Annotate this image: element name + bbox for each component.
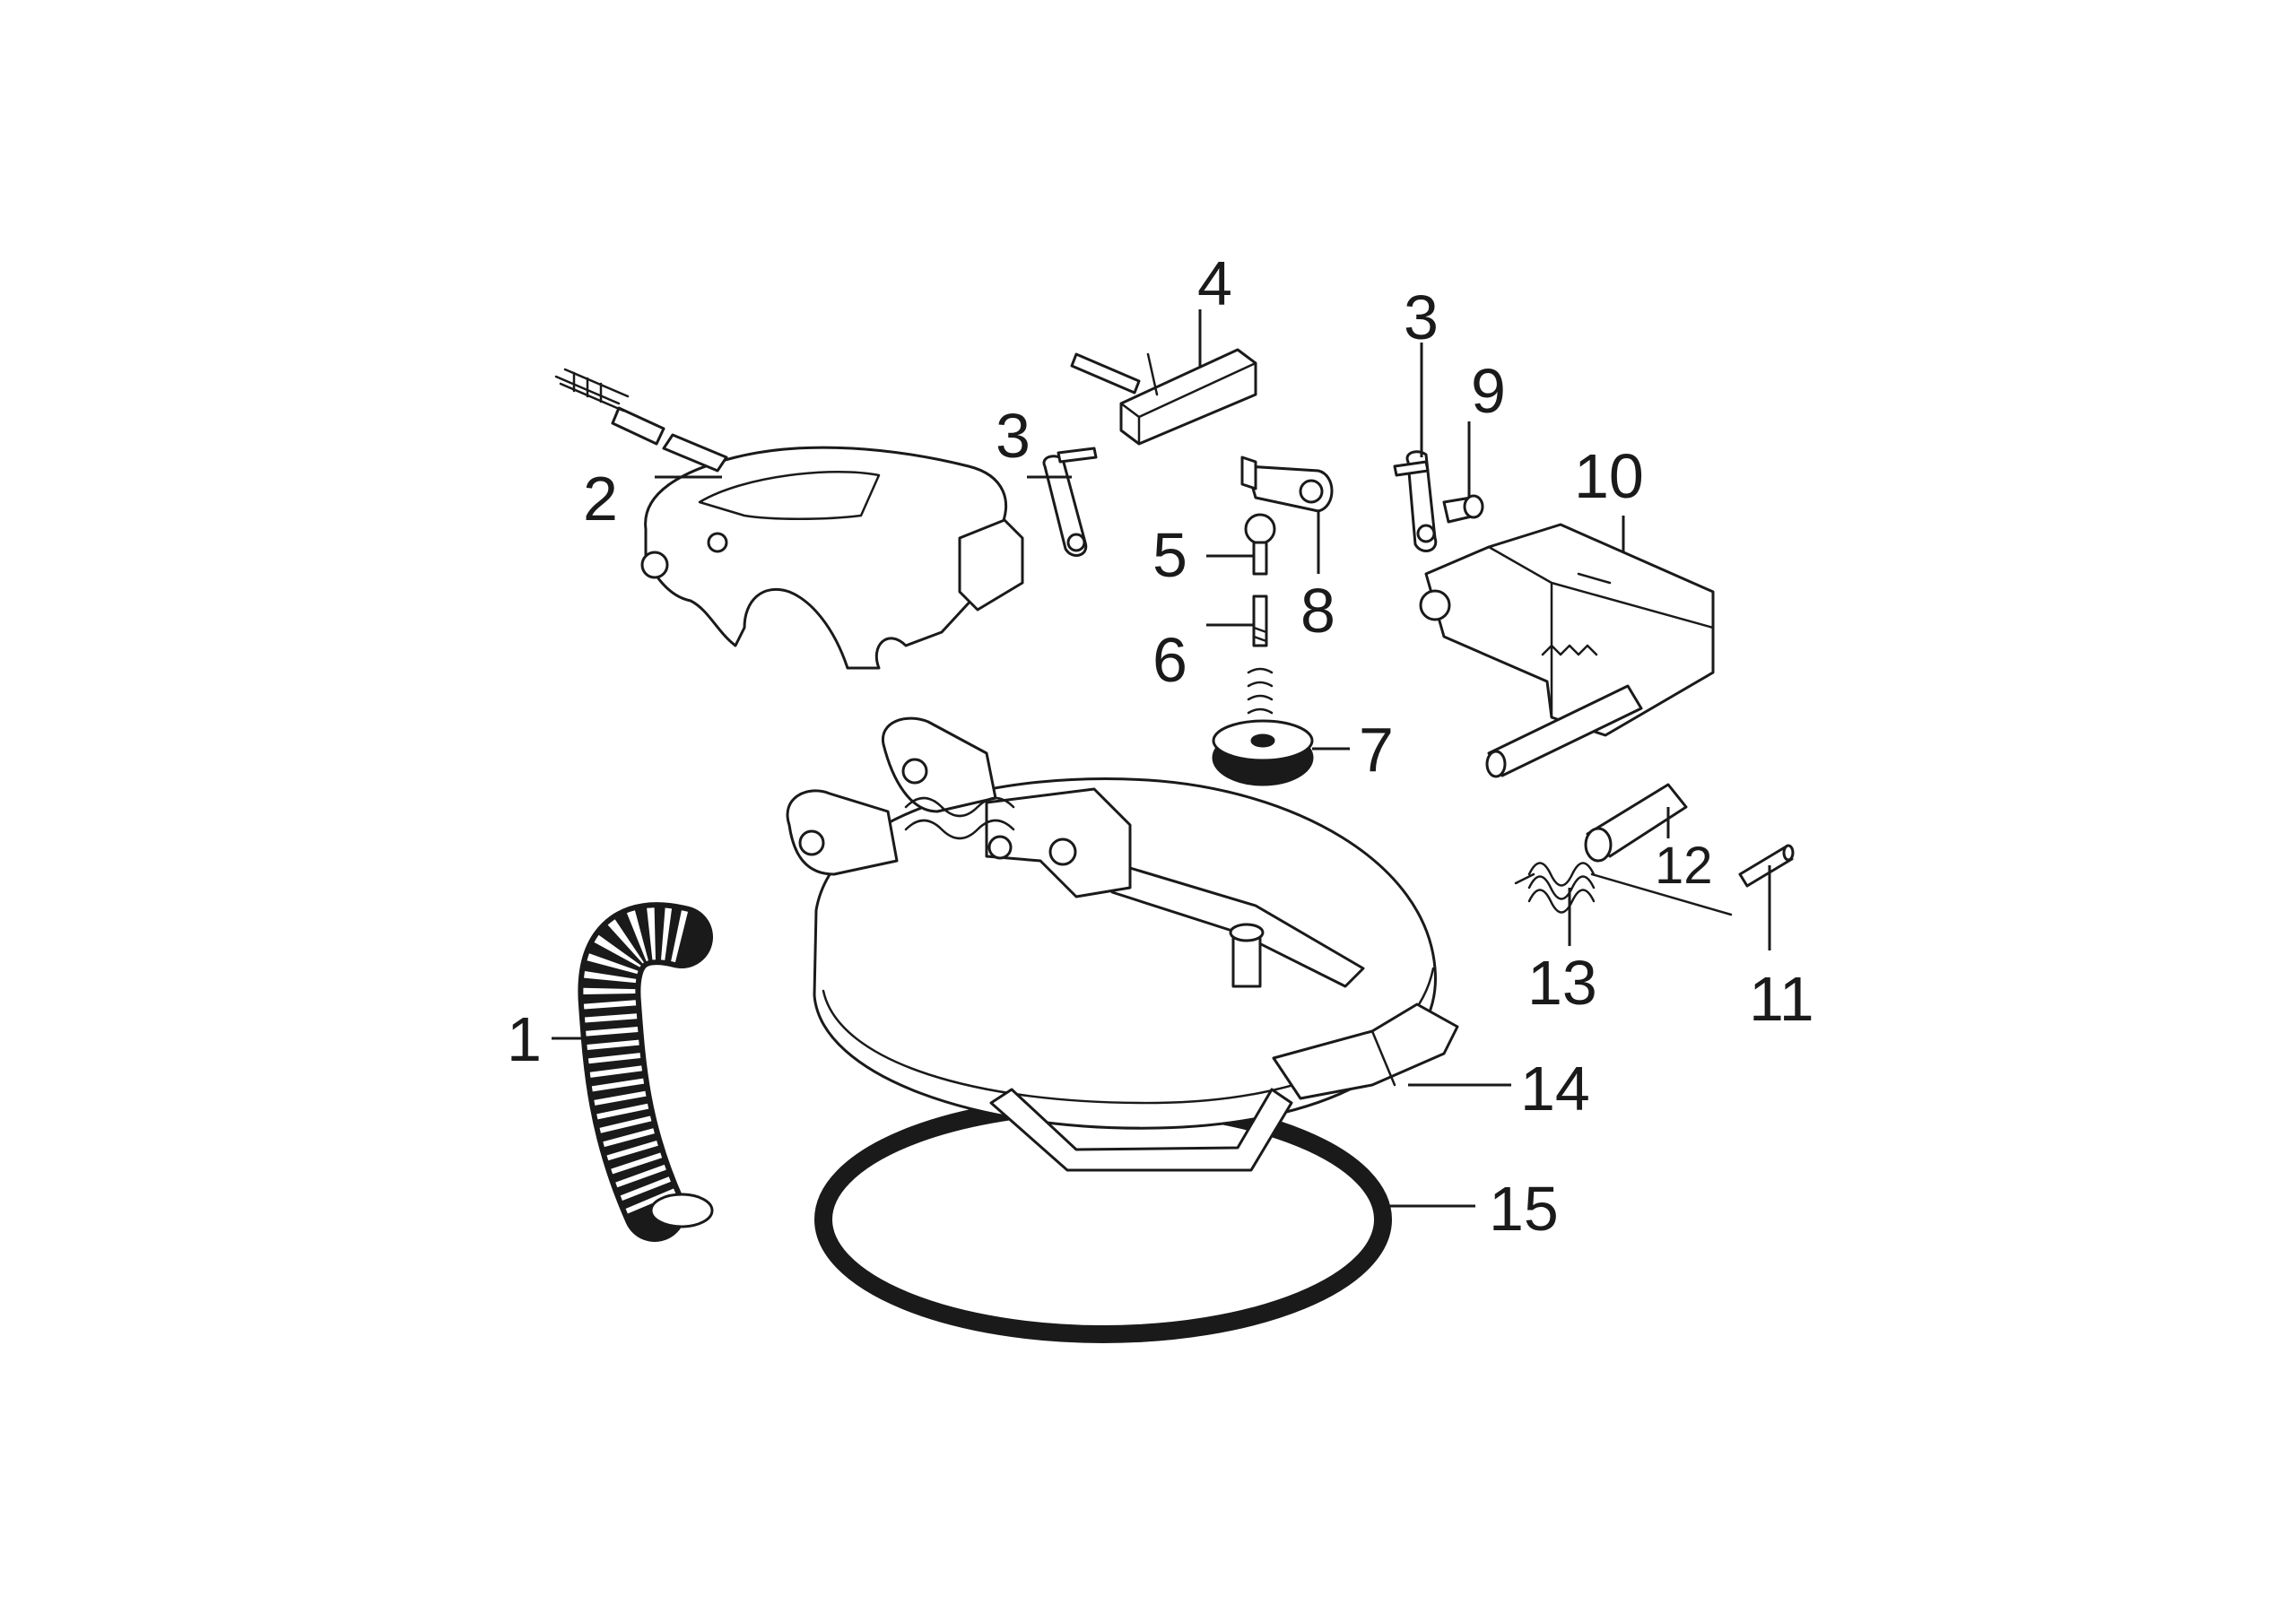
callout-4: 4 (1197, 248, 1232, 318)
callout-2: 2 (583, 464, 618, 534)
callout-labels: 1 2 3 4 3 9 10 5 8 6 7 12 13 11 14 15 (507, 248, 1814, 1244)
callout-9: 9 (1471, 356, 1506, 426)
part-13-torsion-spring (1514, 862, 1733, 916)
part-3-lever-left (1042, 447, 1098, 557)
callout-13: 13 (1527, 948, 1597, 1018)
callout-5: 5 (1152, 520, 1187, 590)
callout-11: 11 (1749, 964, 1814, 1034)
part-7-valve-disc (1212, 667, 1314, 786)
part-1-corrugated-hose (578, 902, 714, 1242)
callout-8: 8 (1300, 576, 1335, 646)
callout-3a: 3 (996, 401, 1031, 471)
callout-3b: 3 (1404, 282, 1439, 352)
part-4-hinge-bar (1070, 348, 1257, 446)
part-14-lid-assembly (786, 716, 1459, 1172)
part-3-lever-right (1393, 450, 1438, 552)
part-9-bushing (1442, 494, 1484, 524)
part-5-eye-bolt (1244, 513, 1276, 576)
part-2-valve-cover (554, 368, 1024, 670)
callout-1: 1 (507, 1004, 542, 1074)
callout-15: 15 (1489, 1174, 1559, 1244)
part-11-pin (1738, 844, 1795, 888)
callout-7: 7 (1359, 715, 1394, 785)
part-8-yoke-link (1240, 456, 1334, 513)
leader-lines (552, 309, 1771, 1208)
part-10-handle-lever (1419, 523, 1715, 778)
part-6-screw (1252, 594, 1268, 647)
callout-6: 6 (1152, 625, 1187, 695)
callout-14: 14 (1520, 1054, 1590, 1124)
callout-12: 12 (1655, 837, 1713, 895)
callout-10: 10 (1574, 441, 1644, 511)
part-15-gasket-ring (814, 1096, 1392, 1343)
part-12-sleeve (1584, 783, 1688, 863)
